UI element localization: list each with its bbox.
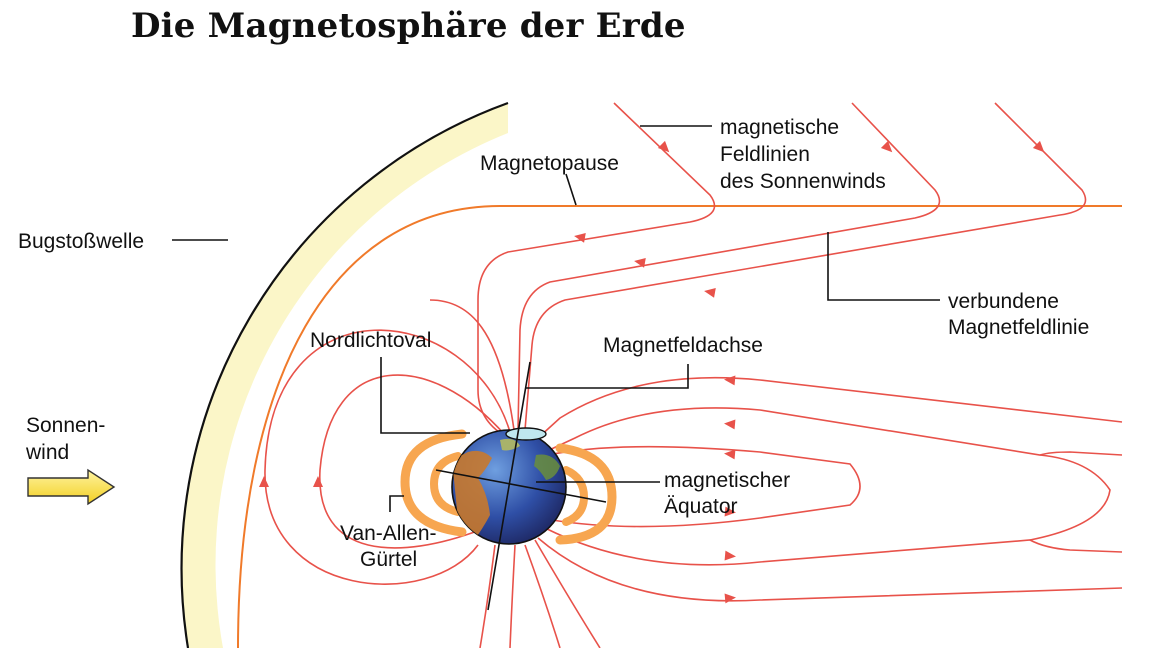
field-arrowhead — [724, 550, 736, 561]
van-allen-belts — [400, 429, 617, 545]
field-arrowhead — [724, 375, 736, 386]
label-magnetic-axis: Magnetfeldachse — [603, 334, 763, 357]
tail-field-line — [544, 527, 1123, 566]
solar-wind-arrow — [27, 468, 116, 506]
leader-van-allen — [389, 495, 404, 512]
dayside-field-lines — [264, 299, 515, 585]
leader-connected-line — [827, 232, 940, 301]
van-allen-outer-right — [555, 443, 617, 545]
field-arrowhead — [259, 476, 269, 487]
van-allen-outer-left — [400, 429, 467, 537]
van-allen-inner-left — [429, 452, 462, 516]
van-allen-inner-right — [562, 466, 589, 526]
dipole-field-line — [429, 299, 515, 431]
tail-field-line — [479, 544, 496, 648]
earth — [435, 361, 607, 611]
tail-field-line — [524, 544, 561, 648]
field-arrowhead — [1032, 140, 1045, 153]
leader-magnetopause — [565, 173, 577, 206]
tail-field-line — [544, 407, 1123, 456]
field-direction-arrows — [259, 140, 1045, 604]
field-arrowhead — [724, 449, 736, 460]
bow-shock-edge — [180, 101, 509, 648]
dipole-field-line — [264, 329, 511, 585]
label-solar-field-lines-1: magnetische — [720, 116, 839, 139]
label-magnetic-equator-1: magnetischer — [664, 469, 790, 492]
dipole-field-line — [319, 374, 506, 549]
label-magnetopause: Magnetopause — [480, 152, 619, 175]
label-van-allen-2: Gürtel — [360, 548, 417, 571]
label-connected-line-2: Magnetfeldlinie — [948, 316, 1089, 339]
label-solar-field-lines-3: des Sonnenwinds — [720, 170, 886, 193]
figure-title: Die Magnetosphäre der Erde — [131, 6, 686, 46]
nightside-field-lines — [479, 376, 1123, 648]
interplanetary-field-line — [517, 102, 941, 431]
label-magnetic-equator-2: Äquator — [664, 495, 738, 518]
tail-field-line — [509, 544, 516, 648]
label-aurora-oval: Nordlichtoval — [310, 329, 431, 352]
interplanetary-field-line — [524, 102, 1087, 431]
continent-africa — [534, 454, 560, 480]
earth-continents — [452, 438, 560, 540]
field-arrowhead — [880, 140, 893, 153]
continent-americas — [452, 450, 492, 540]
label-van-allen-1: Van-Allen- — [340, 522, 437, 545]
label-solar-field-lines-2: Feldlinien — [720, 143, 810, 166]
field-arrowhead — [634, 257, 646, 268]
field-arrowhead — [574, 232, 586, 243]
field-arrowhead — [724, 593, 736, 604]
field-arrowhead — [313, 476, 323, 487]
label-bow-shock: Bugstoßwelle — [18, 230, 144, 253]
leader-aurora-oval — [380, 357, 470, 434]
tail-field-line — [1029, 454, 1111, 541]
bow-shock-band — [181, 103, 508, 648]
bow-shock — [180, 101, 509, 648]
field-arrowhead — [704, 287, 716, 298]
magnetic-axis-line — [487, 361, 531, 611]
magnetic-equator-line — [435, 469, 607, 503]
labels: Bugstoßwelle Sonnen- wind Magnetopause m… — [18, 116, 1089, 571]
tail-field-line — [537, 376, 1123, 439]
tail-field-line — [534, 539, 601, 648]
field-arrowhead — [724, 419, 736, 430]
label-connected-line-1: verbundene — [948, 290, 1059, 313]
leader-magnetic-axis — [526, 364, 689, 389]
tail-field-line — [537, 537, 1123, 602]
label-solar-wind-line1: Sonnen- — [26, 414, 105, 437]
magnetopause-line — [237, 205, 1122, 648]
tail-field-line — [547, 445, 861, 528]
field-arrowhead — [657, 140, 670, 153]
field-arrowhead — [724, 506, 736, 517]
leader-lines — [172, 125, 940, 512]
aurora-oval-ring — [505, 427, 547, 441]
label-solar-wind-line2: wind — [25, 441, 69, 464]
